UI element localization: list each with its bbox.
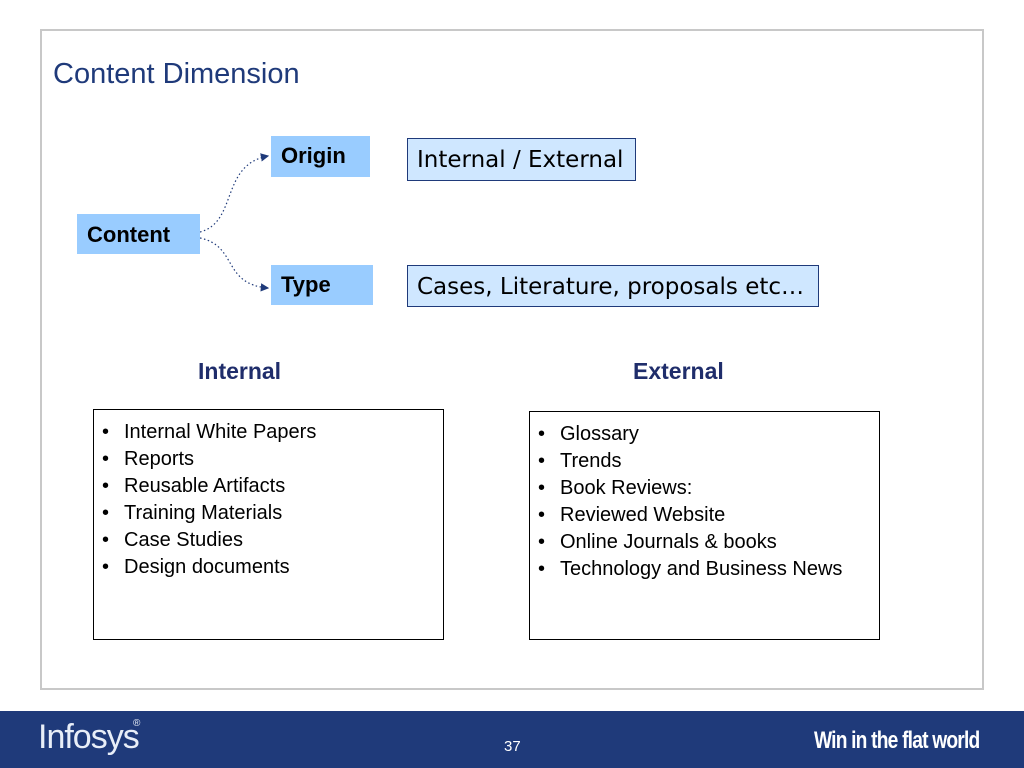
list-item-text: Reports: [124, 448, 195, 470]
tagline: Win in the flat world: [814, 727, 980, 754]
bullet-icon: •: [538, 423, 546, 445]
list-item-text: Reusable Artifacts: [124, 475, 286, 497]
list-item: • Book Reviews:: [538, 475, 850, 502]
external-list: • Glossary • Trends • Book Reviews: • Review…: [530, 412, 879, 583]
type-value-box: Cases, Literature, proposals etc…: [407, 265, 819, 307]
page-number: 37: [504, 738, 521, 755]
list-item-text: Internal White Papers: [124, 421, 317, 443]
node-origin: Origin: [271, 136, 370, 177]
list-item: • Reports: [102, 446, 443, 473]
bullet-icon: •: [538, 450, 546, 472]
external-list-box: • Glossary • Trends • Book Reviews: • Review…: [529, 411, 880, 640]
bullet-icon: •: [102, 529, 110, 551]
list-item: • Internal White Papers: [102, 419, 443, 446]
bullet-icon: •: [538, 558, 546, 580]
list-item: • Glossary: [538, 421, 850, 448]
list-item-text: Online Journals & books: [560, 531, 777, 553]
external-heading: External: [633, 358, 724, 384]
node-content: Content: [77, 214, 200, 254]
internal-list-box: • Internal White Papers • Reports • Reusabl…: [93, 409, 444, 640]
list-item-text: Glossary: [560, 423, 639, 445]
list-item-text: Case Studies: [124, 529, 243, 551]
bullet-icon: •: [102, 421, 110, 443]
footer-bar: [0, 711, 1024, 768]
list-item: • Design documents: [102, 554, 443, 581]
origin-value-box: Internal / External: [407, 138, 636, 181]
list-item-text: Training Materials: [124, 502, 283, 524]
list-item: • Reusable Artifacts: [102, 473, 443, 500]
bullet-icon: •: [538, 477, 546, 499]
slide-title: Content Dimension: [53, 58, 300, 90]
list-item: • Reviewed Website: [538, 502, 850, 529]
list-item: • Training Materials: [102, 500, 443, 527]
list-item: • Online Journals & books: [538, 529, 850, 556]
list-item: • Technology and Business News: [538, 556, 850, 583]
list-item-text: Design documents: [124, 556, 290, 578]
list-item-text: Book Reviews:: [560, 477, 693, 499]
bullet-icon: •: [102, 448, 110, 470]
node-type: Type: [271, 265, 373, 305]
list-item: • Trends: [538, 448, 850, 475]
bullet-icon: •: [538, 531, 546, 553]
bullet-icon: •: [102, 556, 110, 578]
list-item: • Case Studies: [102, 527, 443, 554]
internal-heading: Internal: [198, 358, 282, 384]
bullet-icon: •: [102, 502, 110, 524]
list-item-text: Trends: [560, 450, 622, 472]
internal-list: • Internal White Papers • Reports • Reusabl…: [94, 410, 443, 581]
bullet-icon: •: [102, 475, 110, 497]
registered-mark: ®: [133, 718, 141, 729]
list-item-text: Reviewed Website: [560, 504, 726, 526]
list-item-text: Technology and Business News: [560, 558, 843, 580]
bullet-icon: •: [538, 504, 546, 526]
infosys-logo: Infosys: [38, 718, 140, 756]
